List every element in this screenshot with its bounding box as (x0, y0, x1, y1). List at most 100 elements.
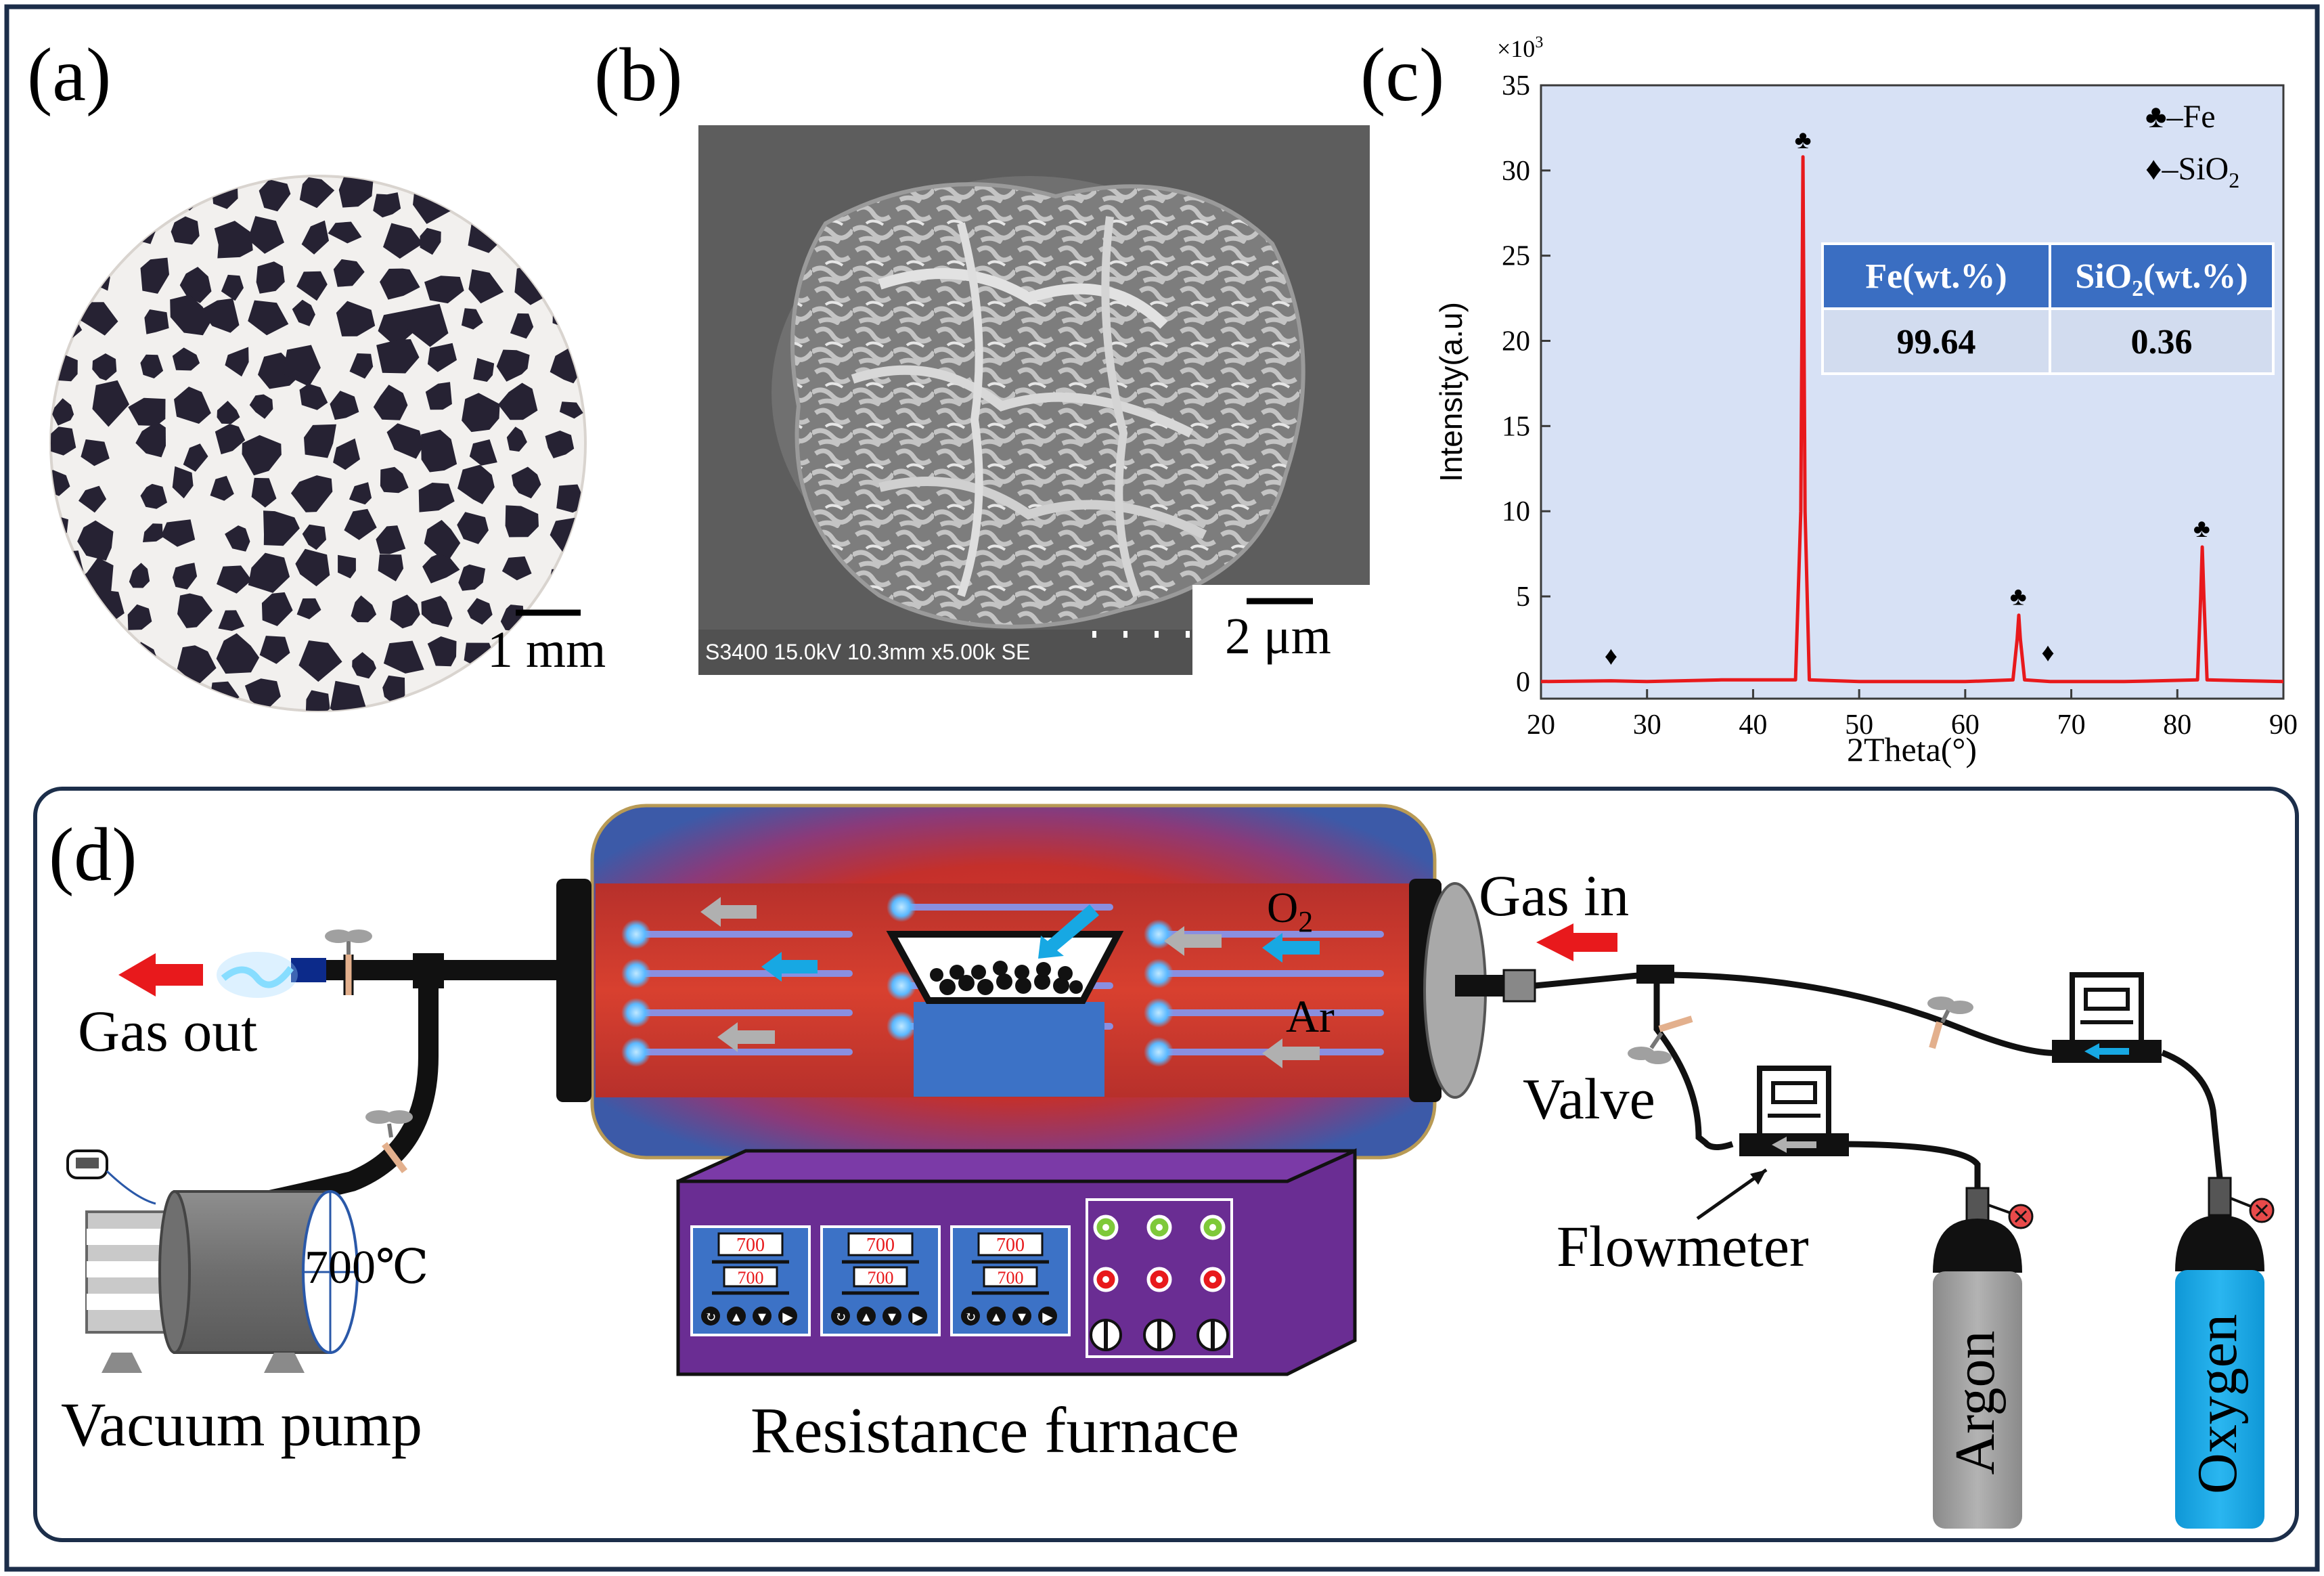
y-tick-label: 0 (1516, 667, 1530, 698)
iron-particle (328, 221, 362, 244)
x-tick-label: 40 (1739, 709, 1767, 741)
rod-end-glow (1144, 959, 1174, 988)
iron-particle (461, 308, 483, 330)
panel-d: (d) O2 Ar 7 (33, 787, 2299, 1542)
controller-setpoint: 700 (736, 1235, 765, 1256)
iron-particle (422, 553, 460, 584)
iron-particle (506, 426, 527, 452)
iron-particle (89, 261, 110, 291)
x-tick-label: 30 (1633, 709, 1661, 741)
iron-particle (559, 401, 583, 419)
iron-particle (376, 339, 420, 374)
iron-particle (128, 397, 166, 426)
iron-particle (259, 179, 291, 212)
iron-particle (468, 269, 504, 304)
rod-end-glow (621, 998, 651, 1028)
table-value-fe: 99.64 (1897, 323, 1976, 362)
x-tick-label: 90 (2269, 709, 2298, 741)
iron-particle (127, 604, 152, 630)
iron-particle (160, 519, 196, 547)
iron-particle (424, 520, 461, 563)
rod-end-glow (1144, 998, 1174, 1028)
iron-particle (166, 684, 188, 711)
controller-button-icon: ↻ (835, 1310, 847, 1325)
y-multiplier: ×103 (1497, 34, 1543, 62)
arrow-gray-3 (1164, 926, 1222, 956)
iron-particle (51, 647, 79, 671)
iron-particle (501, 556, 532, 581)
iron-particle (523, 219, 545, 240)
iron-particle (200, 298, 240, 333)
x-tick-label: 60 (1951, 709, 1980, 741)
y-tick-label: 35 (1502, 70, 1530, 102)
arrow-gray-1 (700, 897, 757, 927)
outer-frame (4, 4, 2320, 1572)
iron-particle (427, 343, 457, 372)
iron-particle (183, 443, 208, 472)
pump-temperature: 700℃ (305, 1242, 428, 1294)
y-tick-label: 30 (1502, 156, 1530, 187)
iron-particle (210, 475, 234, 501)
tube-cap-left (556, 879, 591, 1102)
iron-particle (373, 385, 408, 420)
gas-in-label: Gas in (1479, 863, 1629, 928)
iron-particle (251, 477, 277, 508)
iron-particle (177, 593, 213, 628)
controller-button-icon: ▶ (782, 1310, 793, 1325)
iron-particle (302, 524, 326, 550)
rod-end-glow (621, 1037, 651, 1067)
iron-particle (373, 192, 401, 218)
rod-end-glow (621, 919, 651, 949)
gas-tee (1636, 965, 1674, 984)
iron-particle (383, 223, 424, 259)
iron-particle (420, 227, 441, 255)
iron-particle (177, 645, 217, 684)
table-header-fe: Fe(wt.%) (1865, 257, 2007, 296)
iron-particle (221, 274, 244, 301)
iron-particle (301, 220, 329, 255)
controller-reading: 700 (868, 1268, 894, 1288)
valve-oxygen-line (1927, 997, 1973, 1049)
iron-particle (386, 423, 424, 459)
sem-image (698, 125, 1370, 675)
inlet-pipe (1455, 975, 1509, 997)
iron-particle (85, 183, 117, 221)
iron-particle (170, 294, 211, 336)
iron-particle (179, 267, 212, 303)
controller-button-icon: ▶ (912, 1310, 923, 1325)
flowmeter-oxygen (2052, 972, 2162, 1063)
iron-particle (457, 512, 489, 544)
iron-particle (546, 693, 568, 711)
sample-stand (914, 1002, 1104, 1097)
iron-particle (457, 464, 495, 504)
controller-button-icon: ▶ (1042, 1310, 1053, 1325)
iron-particle (299, 177, 335, 209)
sem-info-text: S3400 15.0kV 10.3mm x5.00k SE (705, 640, 1030, 664)
iron-particle (53, 232, 88, 267)
iron-particle (217, 565, 252, 594)
iron-particle (338, 554, 356, 579)
iron-particle (248, 552, 290, 593)
panel-a: (a) 1 mm (27, 33, 606, 712)
iron-particle (214, 221, 253, 259)
iron-particle (498, 382, 538, 420)
iron-particle (418, 483, 455, 512)
iron-particle (473, 357, 495, 382)
y-tick-label: 15 (1502, 411, 1530, 442)
iron-particle (173, 563, 198, 590)
iron-particle (421, 429, 457, 473)
o2-label: O2 (1267, 883, 1313, 938)
sem-dots (1092, 631, 1190, 638)
iron-particle (427, 636, 457, 667)
xrd-curve (1540, 155, 2284, 684)
iron-particle (225, 347, 249, 377)
iron-particle (248, 216, 284, 254)
iron-particle (248, 300, 289, 336)
iron-particle (51, 192, 64, 221)
iron-particle (172, 347, 200, 371)
iron-particle (505, 505, 539, 538)
controller-reading: 700 (738, 1268, 764, 1288)
legend-fe: ♣–Fe (2145, 99, 2216, 135)
control-knobs (1090, 1319, 1229, 1351)
